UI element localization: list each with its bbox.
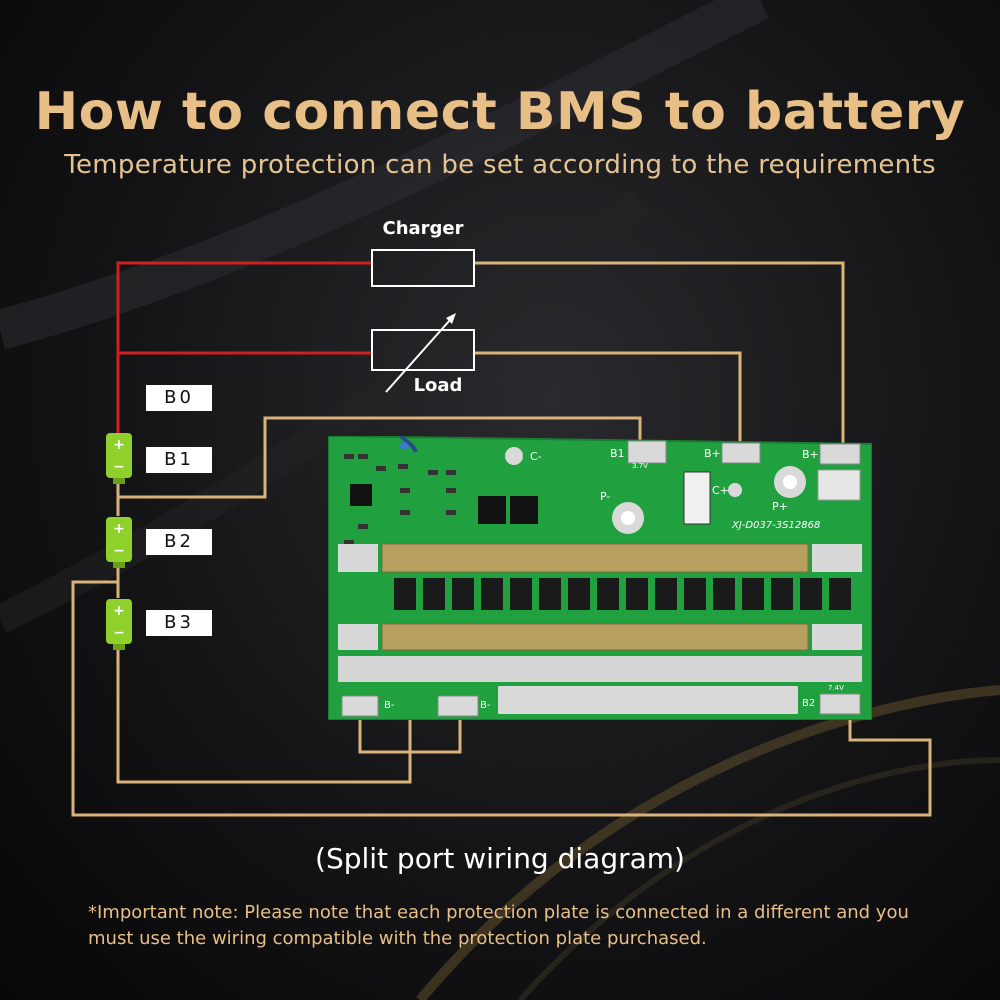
bms-board: B1 3.7V B+ B+ C- C+ P- P+ XJ-D037-3S1286… <box>328 436 872 720</box>
pad-cplus-label: C+ <box>712 484 729 497</box>
voltage-b1: 3.7V <box>632 462 648 470</box>
battery-stack: + − + − + − <box>106 433 132 650</box>
battery-cell-2-icon: + − <box>106 517 132 568</box>
pad-b1-label: B1 <box>610 447 625 460</box>
svg-text:+: + <box>113 603 125 619</box>
wire-b2 <box>71 580 932 817</box>
pad-bminus-2-label: B- <box>480 700 491 711</box>
pad-bplus-2-label: B+ <box>802 448 819 461</box>
wire-red-charger <box>116 261 372 443</box>
load-label: Load <box>413 375 463 396</box>
wire-b1 <box>118 416 642 499</box>
pad-cminus-label: C- <box>530 450 542 463</box>
pad-b2-label: B2 <box>802 698 816 709</box>
pad-pplus-label: P+ <box>772 500 788 513</box>
battery-cell-1-icon: + − <box>106 433 132 484</box>
diagram-caption: (Split port wiring diagram) <box>315 842 685 875</box>
wire-bminus-link <box>358 715 462 754</box>
label-b1: B1 <box>146 447 212 473</box>
wire-load-bplus <box>474 351 742 443</box>
page-subtitle: Temperature protection can be set accord… <box>64 150 936 180</box>
svg-text:−: − <box>113 625 125 641</box>
voltage-b2: 7.4V <box>828 684 844 692</box>
wire-b3-bminus <box>116 646 412 784</box>
label-b3: B3 <box>146 610 212 636</box>
page-title: How to connect BMS to battery <box>34 82 966 142</box>
charger-box <box>371 249 475 287</box>
pad-bplus-1-label: B+ <box>704 447 721 460</box>
bms-board-graphic <box>328 436 872 720</box>
label-b0: B0 <box>146 385 212 411</box>
charger-label: Charger <box>382 218 464 239</box>
svg-text:+: + <box>113 437 125 453</box>
svg-text:+: + <box>113 521 125 537</box>
label-b2: B2 <box>146 529 212 555</box>
svg-text:−: − <box>113 543 125 559</box>
load-box <box>371 329 475 371</box>
important-note: *Important note: Please note that each p… <box>88 902 909 949</box>
wire-charger-bplus <box>474 261 845 443</box>
pad-pminus-label: P- <box>600 490 611 503</box>
svg-text:−: − <box>113 459 125 475</box>
pad-bminus-1-label: B- <box>384 700 395 711</box>
battery-cell-3-icon: + − <box>106 599 132 650</box>
board-model: XJ-D037-3S12868 <box>732 520 821 531</box>
adjustable-arrow-icon <box>385 313 456 393</box>
